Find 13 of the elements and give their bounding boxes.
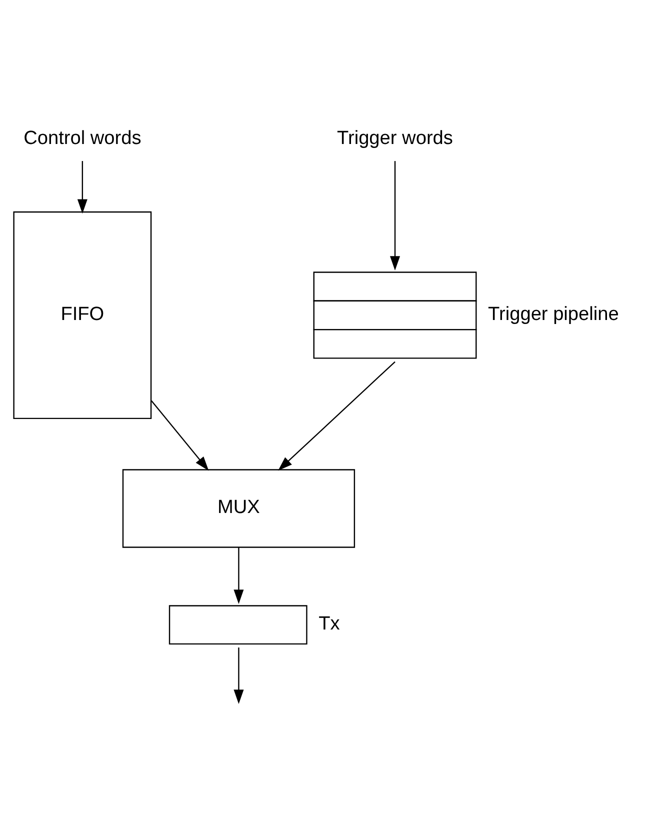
node-label: Tx: [318, 613, 340, 634]
arrow: [278, 361, 396, 471]
node-text: Trigger words: [337, 128, 453, 149]
node-box: MUX: [122, 469, 356, 548]
node-box: FIFO: [13, 211, 152, 420]
node-box: [168, 605, 308, 644]
arrow: [150, 400, 209, 471]
arrow: [77, 161, 88, 214]
arrow: [234, 547, 244, 604]
arrow: [390, 161, 400, 270]
node-text: Control words: [24, 128, 142, 149]
node-label: Trigger pipeline: [488, 304, 619, 325]
arrow: [234, 648, 244, 704]
